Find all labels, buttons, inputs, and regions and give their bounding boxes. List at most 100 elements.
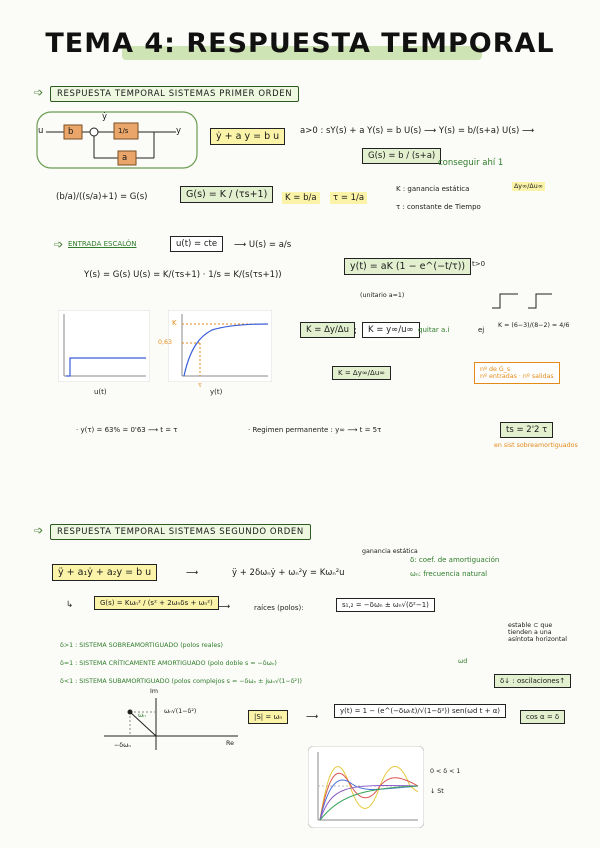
- wn-definition: ωₙ: frecuencia natural: [410, 570, 488, 578]
- wn-sqrt-label: ωₙ√(1−δ²): [164, 708, 197, 715]
- k-definition: K : ganancia estática: [396, 185, 470, 193]
- k-box-inf: K = y∞/u∞: [362, 322, 420, 338]
- diagram-outline: [36, 111, 198, 169]
- step-response-curve: [183, 323, 269, 377]
- summing-junction: [89, 127, 99, 137]
- im-label: Im: [150, 688, 158, 695]
- ts-box: ts = 2'2 τ: [500, 422, 554, 438]
- gs-k-box: G(s) = K / (τs+1): [180, 186, 274, 203]
- ej-label: ej: [478, 326, 485, 334]
- k-box-delta: K = Δy/Δu: [300, 322, 356, 338]
- pole-vector: [129, 711, 157, 737]
- step-sketch: [492, 293, 552, 309]
- plot-k-label: K: [172, 319, 177, 327]
- u-cte-box: u(t) = cte: [170, 236, 224, 252]
- first-order-ode: ẏ + a y = b u: [210, 128, 286, 145]
- underdamped-response-plot: [308, 746, 424, 828]
- delta-definition: δ: coef. de amortiguación: [410, 556, 500, 564]
- ganancia-est-note: ganancia estática: [362, 548, 418, 555]
- ys-line: Y(s) = G(s) U(s) = K/(τs+1) · 1/s = K/(s…: [84, 270, 282, 280]
- section-title-second-order: RESPUESTA TEMPORAL SISTEMAS SEGUNDO ORDE…: [50, 524, 311, 540]
- wd-label: ωd: [458, 658, 468, 665]
- block-a: [117, 150, 137, 166]
- range-note: 0 < δ < 1: [430, 768, 461, 775]
- cos-box: cos α = δ: [520, 710, 566, 724]
- response-curve: [319, 766, 419, 821]
- u-laplace: ⟶ U(s) = a/s: [234, 240, 292, 250]
- response-curve: [319, 784, 419, 821]
- step-line: [492, 293, 518, 309]
- yt-first-order-box: y(t) = aK (1 − e^(−t/τ)): [344, 258, 472, 275]
- pole-marker: [127, 709, 133, 715]
- block-integrator-label: 1/s: [118, 127, 129, 135]
- entrada-arrow-icon: ➩: [54, 238, 64, 251]
- estable-note: estable ⊂ que tienden a una asíntota hor…: [508, 622, 567, 643]
- neg-swn-label: −δωₙ: [114, 742, 131, 749]
- case-overdamped: δ>1 : SISTEMA SOBREAMORTIGUADO (polos re…: [60, 642, 223, 649]
- plot-y-label: y(t): [210, 388, 223, 396]
- osc-box: δ↓ : oscilaciones↑: [494, 674, 572, 688]
- plot-u: [58, 310, 150, 382]
- tau-equation: τ = 1/a: [330, 192, 368, 204]
- plot-063-label: 0,63: [158, 339, 173, 346]
- st-note: ↓ St: [430, 788, 444, 795]
- branch-arrow: ↳: [66, 600, 74, 610]
- laplace-line: a>0 : sY(s) + a Y(s) = b U(s) ⟶ Y(s) = b…: [300, 126, 535, 136]
- case-critical: δ=1 : SISTEMA CRÍTICAMENTE AMORTIGUADO (…: [60, 660, 277, 667]
- k-ratio: Δy∞/Δu∞: [512, 182, 545, 191]
- plot-frame: [58, 310, 150, 382]
- arrow: ⟶: [218, 602, 231, 612]
- ej-formula: K = (6−3)/(8−2) = 4/6: [498, 322, 570, 329]
- semicolon: ;: [354, 326, 357, 336]
- tau-definition: τ : constante de Tiempo: [396, 203, 481, 211]
- plot-y: [168, 310, 272, 382]
- block-integrator: [113, 122, 139, 140]
- ba-form: (b/a)/((s/a)+1) = G(s): [56, 192, 148, 202]
- block-b: [63, 124, 83, 140]
- pole-plane: [104, 698, 238, 750]
- step-input-curve: [66, 357, 146, 377]
- block-a-label: a: [122, 153, 128, 163]
- second-order-standard: ÿ + 2δωₙẏ + ωₙ²y = Kωₙ²u: [232, 568, 345, 578]
- unitario-note: (unitario a=1): [360, 292, 405, 299]
- entrada-escalon-label: ENTRADA ESCALÓN: [68, 240, 137, 248]
- block-diagram: [36, 111, 198, 169]
- step-line: [528, 293, 552, 309]
- diagram-input-label: u: [38, 126, 44, 136]
- nota-body: nº entradas · nº salidas: [480, 373, 554, 380]
- regimen-line: · Regimen permanente : y∞ ⟶ t = 5τ: [248, 426, 382, 434]
- ts-note: en sist sobreamortiguados: [494, 442, 578, 449]
- re-label: Re: [226, 740, 234, 747]
- response-curve: [319, 785, 419, 821]
- gs-ba-box: G(s) = b / (s+a): [362, 148, 442, 164]
- yt-second-order-box: y(t) = 1 − (e^(−δωₙt)/√(1−δ²)) sen(ωd t …: [334, 704, 507, 718]
- nota-title: nº de G_s: [480, 366, 511, 373]
- response-curve: [319, 779, 419, 821]
- arrow: ⟶: [306, 712, 319, 722]
- k-box-delta-inf: K = Δy∞/Δu∞: [332, 366, 392, 380]
- page-title: TEMA 4: RESPUESTA TEMPORAL: [45, 28, 555, 60]
- case-underdamped: δ<1 : SISTEMA SUBAMORTIGUADO (polos comp…: [60, 678, 302, 685]
- plot-tau-label: τ: [198, 382, 202, 389]
- nota-box: nº de G_s nº entradas · nº salidas: [474, 362, 560, 384]
- raices-label: raíces (polos):: [254, 604, 304, 612]
- response-curve: [319, 772, 419, 821]
- s-eq-wn-box: |S| = ωₙ: [248, 710, 289, 724]
- roots-box: s₁,₂ = −δωₙ ± ωₙ√(δ²−1): [336, 598, 435, 612]
- section-arrow-icon: ➩: [34, 524, 44, 537]
- quitar-note: quitar a.i: [418, 326, 450, 334]
- diagram-output-label: y: [176, 126, 182, 136]
- second-order-ode: ÿ + a₁ẏ + a₂y = b u: [52, 564, 158, 581]
- block-b-label: b: [68, 127, 74, 137]
- t-condition: t>0: [472, 260, 486, 268]
- arrow: ⟶: [186, 568, 199, 578]
- section-arrow-icon: ➩: [34, 86, 44, 99]
- diagram-ydot-label: ẏ: [102, 112, 108, 122]
- y63-line: · y(τ) = 63% = 0'63 ⟶ t = τ: [76, 426, 178, 434]
- plot-u-label: u(t): [94, 388, 107, 396]
- k-equation: K = b/a: [282, 192, 320, 204]
- plot-frame: [168, 310, 272, 382]
- section-title-first-order: RESPUESTA TEMPORAL SISTEMAS PRIMER ORDEN: [50, 86, 300, 102]
- wn-small-label: ωₙ: [138, 712, 146, 719]
- conseguir-note: conseguir ahí 1: [438, 158, 504, 168]
